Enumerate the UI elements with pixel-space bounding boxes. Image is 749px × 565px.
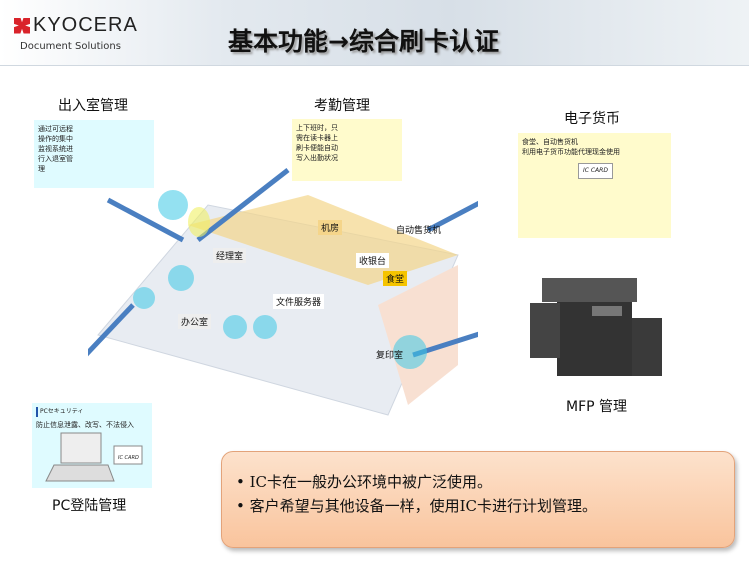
room-office: 办公室 <box>178 314 212 329</box>
reader-bubble <box>393 335 427 369</box>
reader-bubble <box>223 315 247 339</box>
bullet-text: 客户希望与其他设备一样，使用IC卡进行计划管理。 <box>249 497 598 515</box>
ic-card-icon: IC CARD <box>578 163 613 179</box>
mfp-label: MFP 管理 <box>566 399 628 415</box>
laptop-icon <box>45 432 143 482</box>
entry-desc: 通过可远程操作的集中监视系统进行入退室管理 <box>38 125 73 173</box>
summary-box: • IC卡在一般办公环境中被广泛使用。 • 客户希望与其他设备一样，使用IC卡进… <box>221 451 735 548</box>
kyocera-logo: KYOCERA Document Solutions <box>14 14 138 52</box>
bullet-item: • IC卡在一般办公环境中被广泛使用。 <box>236 473 493 491</box>
attendance-box: 上下班时，只需在读卡器上刷卡便能自动写入出勤状况 <box>292 119 402 181</box>
reader-bubble <box>158 190 188 220</box>
header: KYOCERA Document Solutions 基本功能→综合刷卡认证 <box>0 0 749 66</box>
pc-ic-card: IC CARD <box>118 455 139 461</box>
reader-bubble <box>253 315 277 339</box>
page-title: 基本功能→综合刷卡认证 <box>228 27 499 56</box>
logo-subtitle: Document Solutions <box>20 41 121 52</box>
logo-icon <box>14 17 30 34</box>
emoney-box: 食堂、自动售货机 利用电子货币功能代理现金使用 IC CARD <box>518 133 671 238</box>
reader-bubble <box>133 287 155 309</box>
emoney-label: 电子货币 <box>564 111 620 127</box>
reader-bubble <box>168 265 194 291</box>
room-copy: 复印室 <box>376 351 404 361</box>
room-server: 机房 <box>318 220 343 235</box>
emoney-desc1: 食堂、自动售货机 <box>522 138 578 146</box>
reader-bubble <box>188 207 210 237</box>
bullet-text: IC卡在一般办公环境中被广泛使用。 <box>249 473 493 491</box>
mfp-image <box>522 258 668 380</box>
pc-tag: PCセキュリティ <box>36 407 148 417</box>
emoney-desc2: 利用电子货币功能代理现金使用 <box>522 148 620 156</box>
pc-desc: 防止信息泄露、改写、不法侵入 <box>36 421 134 429</box>
bullet-item: • 客户希望与其他设备一样，使用IC卡进行计划管理。 <box>236 497 598 515</box>
attendance-label: 考勤管理 <box>314 98 370 114</box>
room-vending: 自动售货机 <box>396 226 442 236</box>
logo-name: KYOCERA <box>33 14 138 36</box>
entry-box: 通过可远程操作的集中监视系统进行入退室管理 <box>34 120 154 188</box>
pc-box: PCセキュリティ 防止信息泄露、改写、不法侵入 IC CARD <box>32 403 152 488</box>
room-manager: 经理室 <box>213 248 247 263</box>
pc-label: PC登陆管理 <box>52 498 127 514</box>
entry-label: 出入室管理 <box>58 98 128 114</box>
room-cashier: 收银台 <box>356 253 390 268</box>
attendance-desc: 上下班时，只需在读卡器上刷卡便能自动写入出勤状况 <box>296 124 338 162</box>
room-file-server: 文件服务器 <box>273 294 325 309</box>
office-floor-illustration: 经理室 机房 自动售货机 收银台 食堂 办公室 文件服务器 复印室 <box>46 165 525 425</box>
printer-icon <box>530 278 662 376</box>
room-canteen: 食堂 <box>383 271 408 286</box>
